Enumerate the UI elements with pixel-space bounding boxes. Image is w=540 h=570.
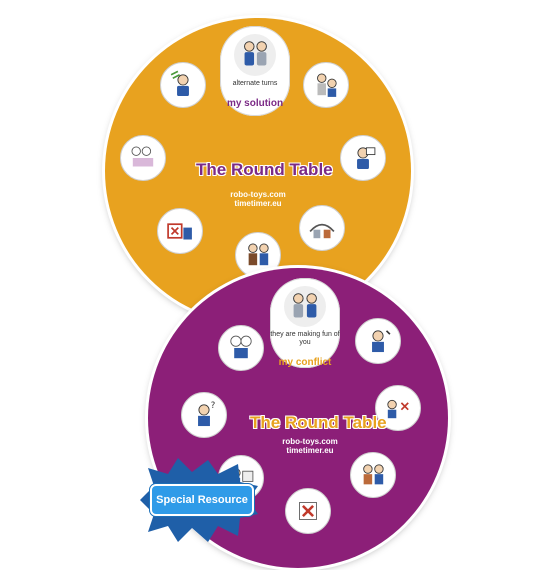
- conflict-caption: they are making fun of you: [270, 331, 340, 346]
- special-resource-badge[interactable]: Special Resource: [140, 458, 260, 542]
- solution-label: my solution: [226, 98, 284, 109]
- conflict-wheel-website: robo-toys.com timetimer.eu: [274, 437, 346, 455]
- picture-card: [157, 208, 203, 254]
- svg-text:?: ?: [211, 401, 216, 411]
- website-line: timetimer.eu: [286, 446, 334, 455]
- picture-card: [340, 135, 386, 181]
- website-line: timetimer.eu: [234, 199, 282, 208]
- picture-card: [355, 318, 401, 364]
- solution-caption: alternate turns: [232, 80, 278, 87]
- conflict-window: they are making fun of you my conflict: [270, 278, 340, 368]
- picture-card: [303, 62, 349, 108]
- website-line: robo-toys.com: [230, 190, 286, 199]
- picture-card: [160, 62, 206, 108]
- picture-card: ?: [181, 392, 227, 438]
- picture-card: [218, 325, 264, 371]
- picture-card: [299, 205, 345, 251]
- conflict-label: my conflict: [278, 357, 332, 368]
- solution-wheel-website: robo-toys.com timetimer.eu: [222, 190, 294, 208]
- picture-card: [120, 135, 166, 181]
- picture-card: [285, 488, 331, 534]
- children-teasing-icon: [284, 286, 326, 327]
- solution-window: alternate turns my solution: [220, 26, 290, 116]
- picture-card: [375, 385, 421, 431]
- conflict-wheel-title: The Round Table: [250, 413, 387, 432]
- website-line: robo-toys.com: [282, 437, 338, 446]
- special-resource-label: Special Resource: [150, 484, 254, 516]
- children-taking-turns-icon: [234, 34, 276, 76]
- solution-wheel-title: The Round Table: [196, 160, 333, 179]
- picture-card: [350, 452, 396, 498]
